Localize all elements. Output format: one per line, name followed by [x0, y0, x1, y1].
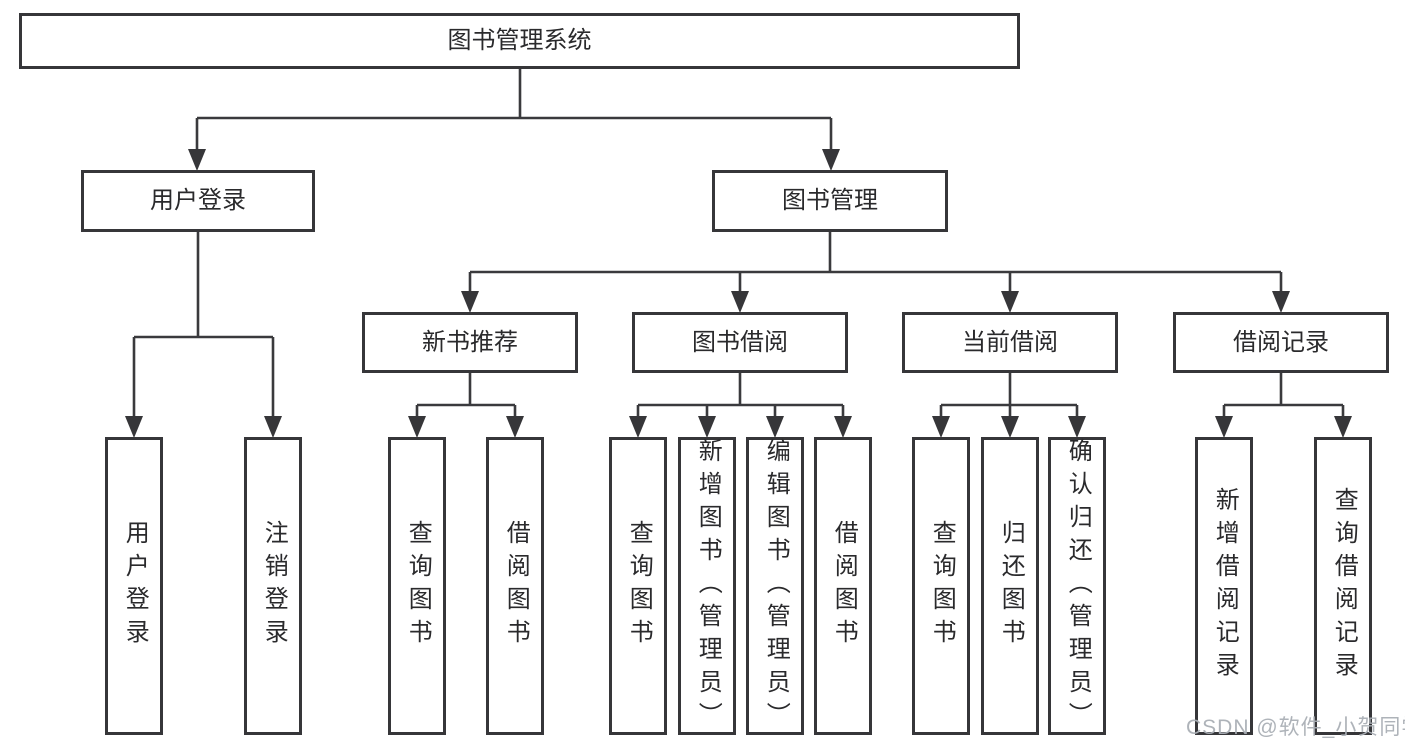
node-book-borrow-label: 图书借阅	[692, 328, 788, 356]
leaf-current-return-books-label: 归还图书	[997, 520, 1025, 652]
leaf-logout-label: 注销登录	[260, 520, 288, 652]
leaf-borrow-query-books-label: 查询图书	[625, 520, 653, 652]
leaf-current-confirm-return-admin: 确认归还（管理员）	[1048, 437, 1106, 735]
node-borrow-records-label: 借阅记录	[1233, 328, 1329, 356]
node-current-borrow: 当前借阅	[902, 312, 1118, 373]
node-root-system-label: 图书管理系统	[447, 27, 592, 54]
leaf-current-query-books: 查询图书	[912, 437, 970, 735]
node-user-login-label: 用户登录	[150, 187, 246, 214]
leaf-borrow-edit-books-admin: 编辑图书（管理员）	[746, 437, 804, 735]
node-book-borrow: 图书借阅	[632, 312, 848, 373]
node-book-management: 图书管理	[712, 170, 948, 232]
leaf-records-query-record: 查询借阅记录	[1314, 437, 1372, 735]
leaf-current-query-books-label: 查询图书	[928, 520, 956, 652]
leaf-user-login: 用户登录	[105, 437, 163, 735]
leaf-borrow-add-books-admin: 新增图书（管理员）	[678, 437, 736, 735]
leaf-current-return-books: 归还图书	[981, 437, 1039, 735]
node-root-system: 图书管理系统	[19, 13, 1020, 69]
leaf-borrow-query-books: 查询图书	[609, 437, 667, 735]
leaf-records-query-record-label: 查询借阅记录	[1330, 487, 1358, 685]
node-new-book-recommend-label: 新书推荐	[422, 328, 518, 356]
connector-stems	[132, 69, 1345, 418]
leaf-records-add-record-label: 新增借阅记录	[1211, 487, 1239, 685]
leaf-recommend-query-books: 查询图书	[388, 437, 446, 735]
leaf-borrow-borrow-books-label: 借阅图书	[830, 520, 858, 652]
node-borrow-records: 借阅记录	[1173, 312, 1389, 373]
leaf-recommend-query-books-label: 查询图书	[404, 520, 432, 652]
leaf-current-confirm-return-admin-label: 确认归还（管理员）	[1064, 437, 1092, 735]
leaf-logout: 注销登录	[244, 437, 302, 735]
leaf-recommend-borrow-books-label: 借阅图书	[502, 520, 530, 652]
csdn-watermark: CSDN @软件_小贺同学	[1186, 716, 1405, 739]
leaf-borrow-add-books-admin-label: 新增图书（管理员）	[694, 437, 722, 735]
leaf-recommend-borrow-books: 借阅图书	[486, 437, 544, 735]
leaf-user-login-label: 用户登录	[121, 520, 149, 652]
node-new-book-recommend: 新书推荐	[362, 312, 578, 373]
leaf-records-add-record: 新增借阅记录	[1195, 437, 1253, 735]
node-user-login: 用户登录	[81, 170, 315, 232]
leaf-borrow-borrow-books: 借阅图书	[814, 437, 872, 735]
arrowheads	[125, 149, 1352, 438]
leaf-borrow-edit-books-admin-label: 编辑图书（管理员）	[762, 437, 790, 735]
node-book-management-label: 图书管理	[782, 187, 878, 214]
node-current-borrow-label: 当前借阅	[962, 328, 1058, 356]
